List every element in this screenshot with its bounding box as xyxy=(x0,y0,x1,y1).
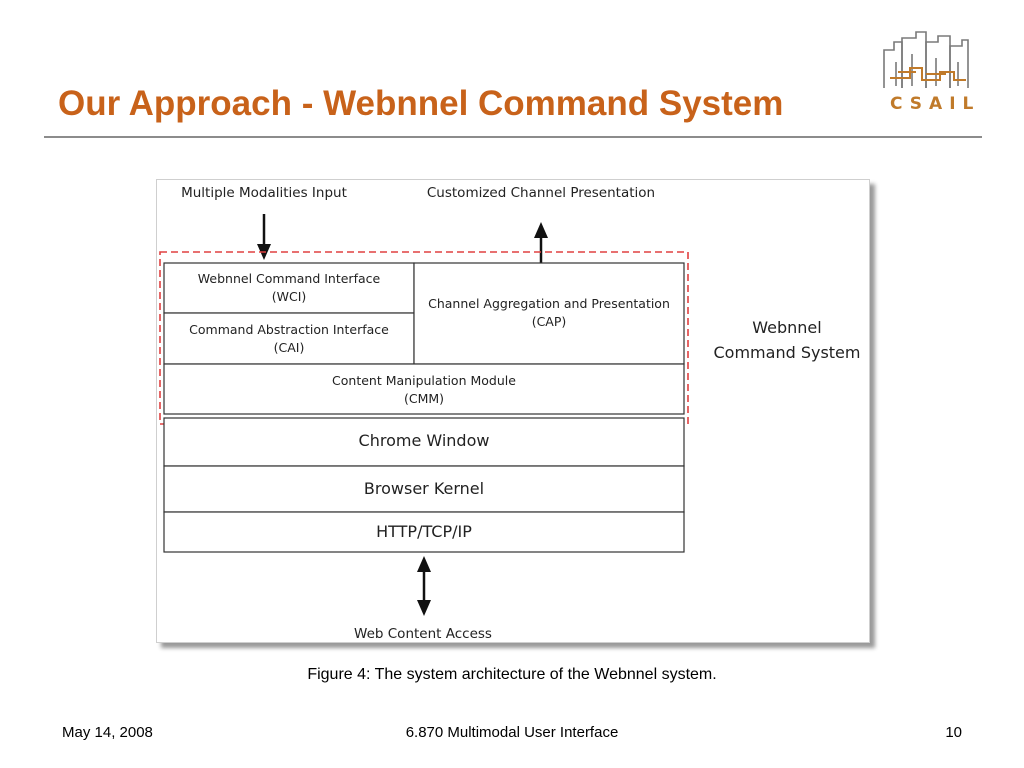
output-arrow xyxy=(534,222,548,264)
logo-text: CSAIL xyxy=(890,94,981,114)
figure-caption: Figure 4: The system architecture of the… xyxy=(307,666,717,683)
wci-abbr: (WCI) xyxy=(272,289,307,304)
chrome-window-label: Chrome Window xyxy=(359,431,490,450)
cap-box: Channel Aggregation and Presentation (CA… xyxy=(413,262,685,365)
bidirectional-arrow xyxy=(417,556,431,616)
chrome-window-box: Chrome Window xyxy=(163,417,685,467)
cai-box: Command Abstraction Interface (CAI) xyxy=(163,312,415,365)
slide-title: Our Approach - Webnnel Command System xyxy=(58,84,784,123)
cai-label: Command Abstraction Interface xyxy=(189,322,389,337)
wci-label: Webnnel Command Interface xyxy=(198,271,381,286)
footer-date: May 14, 2008 xyxy=(62,724,153,741)
wci-box: Webnnel Command Interface (WCI) xyxy=(163,262,415,314)
output-label: Customized Channel Presentation xyxy=(427,185,655,201)
cap-abbr: (CAP) xyxy=(532,314,567,329)
building-outline-icon xyxy=(883,31,969,88)
network-label: HTTP/TCP/IP xyxy=(376,522,472,541)
system-label-line2: Command System xyxy=(714,343,861,362)
cap-label: Channel Aggregation and Presentation xyxy=(428,296,670,311)
cmm-label: Content Manipulation Module xyxy=(332,373,516,388)
footer-course: 6.870 Multimodal User Interface xyxy=(405,724,619,741)
cmm-box: Content Manipulation Module (CMM) xyxy=(163,363,685,415)
cai-abbr: (CAI) xyxy=(274,340,305,355)
input-arrow xyxy=(257,214,271,260)
web-content-access-label: Web Content Access xyxy=(354,626,492,642)
cmm-abbr: (CMM) xyxy=(404,391,444,406)
network-box: HTTP/TCP/IP xyxy=(163,511,685,553)
architecture-figure: Multiple Modalities Input Customized Cha… xyxy=(156,179,870,643)
csail-logo: CSAIL xyxy=(876,28,986,124)
title-divider xyxy=(44,136,982,138)
footer-page-number: 10 xyxy=(945,724,962,741)
input-label: Multiple Modalities Input xyxy=(181,185,347,201)
architecture-diagram: Multiple Modalities Input Customized Cha… xyxy=(159,185,861,642)
system-label-line1: Webnnel xyxy=(752,318,821,337)
browser-kernel-label: Browser Kernel xyxy=(364,479,484,498)
browser-kernel-box: Browser Kernel xyxy=(163,465,685,513)
